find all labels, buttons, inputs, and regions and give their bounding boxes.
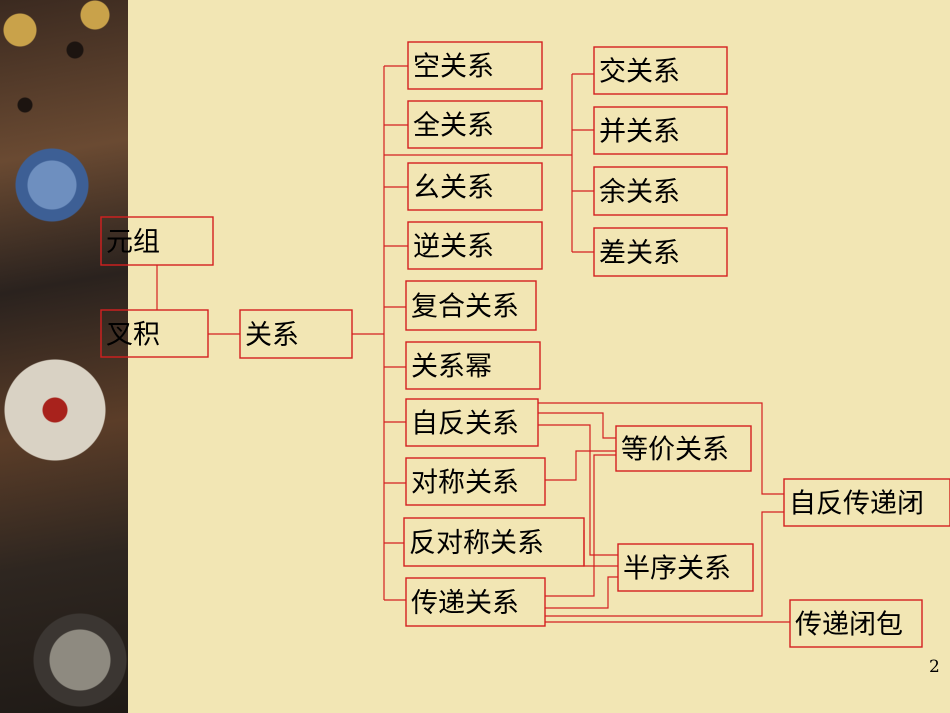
node-box-quan: [407, 100, 543, 149]
node-label-quan: 全关系: [413, 111, 494, 142]
edge-duicheng-dengjia: [545, 450, 616, 481]
node-guanxi: 关系: [239, 309, 353, 359]
edge-chuandi-dengjia: [545, 454, 616, 597]
node-mi: 关系幂: [405, 341, 541, 390]
node-label-jiao: 交关系: [599, 57, 680, 88]
node-box-bing: [593, 106, 728, 155]
node-yu: 余关系: [593, 166, 728, 216]
node-duicheng: 对称关系: [405, 457, 546, 506]
node-ni: 逆关系: [407, 221, 543, 270]
node-label-dengjia: 等价关系: [621, 435, 729, 466]
node-box-duicheng: [405, 457, 546, 506]
node-box-guanxi: [239, 309, 353, 359]
node-label-yu: 余关系: [599, 177, 680, 208]
node-label-chaji: 叉积: [106, 320, 160, 351]
node-yao: 幺关系: [407, 162, 543, 211]
node-box-mi: [405, 341, 541, 390]
node-chuandi: 传递关系: [405, 577, 546, 627]
node-cha: 差关系: [593, 227, 728, 277]
node-dengjia: 等价关系: [615, 425, 752, 472]
node-label-zifanchuandibi: 自反传递闭: [789, 489, 924, 520]
edge-zifan-banxu: [538, 424, 618, 556]
node-zifan: 自反关系: [405, 398, 539, 447]
node-label-yao: 幺关系: [413, 173, 494, 204]
node-box-chaji: [100, 309, 209, 358]
node-label-fanduicheng: 反对称关系: [409, 528, 544, 559]
node-fuhe: 复合关系: [405, 280, 537, 331]
node-box-ni: [407, 221, 543, 270]
node-box-chuandi: [405, 577, 546, 627]
node-label-mi: 关系幂: [411, 352, 492, 383]
node-label-chuandibibao: 传递闭包: [795, 610, 903, 641]
node-label-chuandi: 传递关系: [411, 588, 519, 619]
node-box-yuanzu: [100, 216, 214, 266]
edge-fanduicheng-banxu: [583, 530, 618, 567]
node-label-zifan: 自反关系: [411, 409, 519, 440]
edge-zifan-zifanchuandibi: [538, 402, 784, 495]
node-box-zifanchuandibi: [783, 478, 950, 527]
node-box-yu: [593, 166, 728, 216]
edge-chuandi-zifanchuandibi: [545, 511, 784, 617]
node-box-dengjia: [615, 425, 752, 472]
node-bing: 并关系: [593, 106, 728, 155]
node-label-banxu: 半序关系: [623, 554, 731, 585]
node-box-banxu: [617, 543, 754, 592]
page-number: 2: [929, 657, 940, 677]
node-label-fuhe: 复合关系: [411, 292, 519, 323]
node-label-guanxi: 关系: [245, 320, 299, 351]
edge-chuandi-banxu: [545, 576, 618, 609]
edge-zifan-dengjia: [538, 412, 616, 439]
node-box-zifan: [405, 398, 539, 447]
node-box-cha: [593, 227, 728, 277]
node-box-fuhe: [405, 280, 537, 331]
diagram-connectors: [156, 65, 790, 623]
node-zifanchuandibi: 自反传递闭: [783, 478, 950, 527]
node-label-ni: 逆关系: [413, 232, 494, 263]
node-jiao: 交关系: [593, 46, 728, 95]
node-chuandibibao: 传递闭包: [789, 599, 923, 648]
node-kong: 空关系: [407, 41, 543, 90]
node-label-kong: 空关系: [413, 52, 494, 83]
node-yuanzu: 元组: [100, 216, 214, 266]
node-box-fanduicheng: [403, 517, 585, 567]
node-banxu: 半序关系: [617, 543, 754, 592]
node-label-bing: 并关系: [599, 117, 680, 148]
node-label-cha: 差关系: [599, 238, 680, 269]
node-box-chuandibibao: [789, 599, 923, 648]
node-chaji: 叉积: [100, 309, 209, 358]
node-label-yuanzu: 元组: [106, 227, 160, 258]
node-label-duicheng: 对称关系: [411, 468, 519, 499]
node-fanduicheng: 反对称关系: [403, 517, 585, 567]
node-box-kong: [407, 41, 543, 90]
node-box-yao: [407, 162, 543, 211]
node-quan: 全关系: [407, 100, 543, 149]
node-box-jiao: [593, 46, 728, 95]
